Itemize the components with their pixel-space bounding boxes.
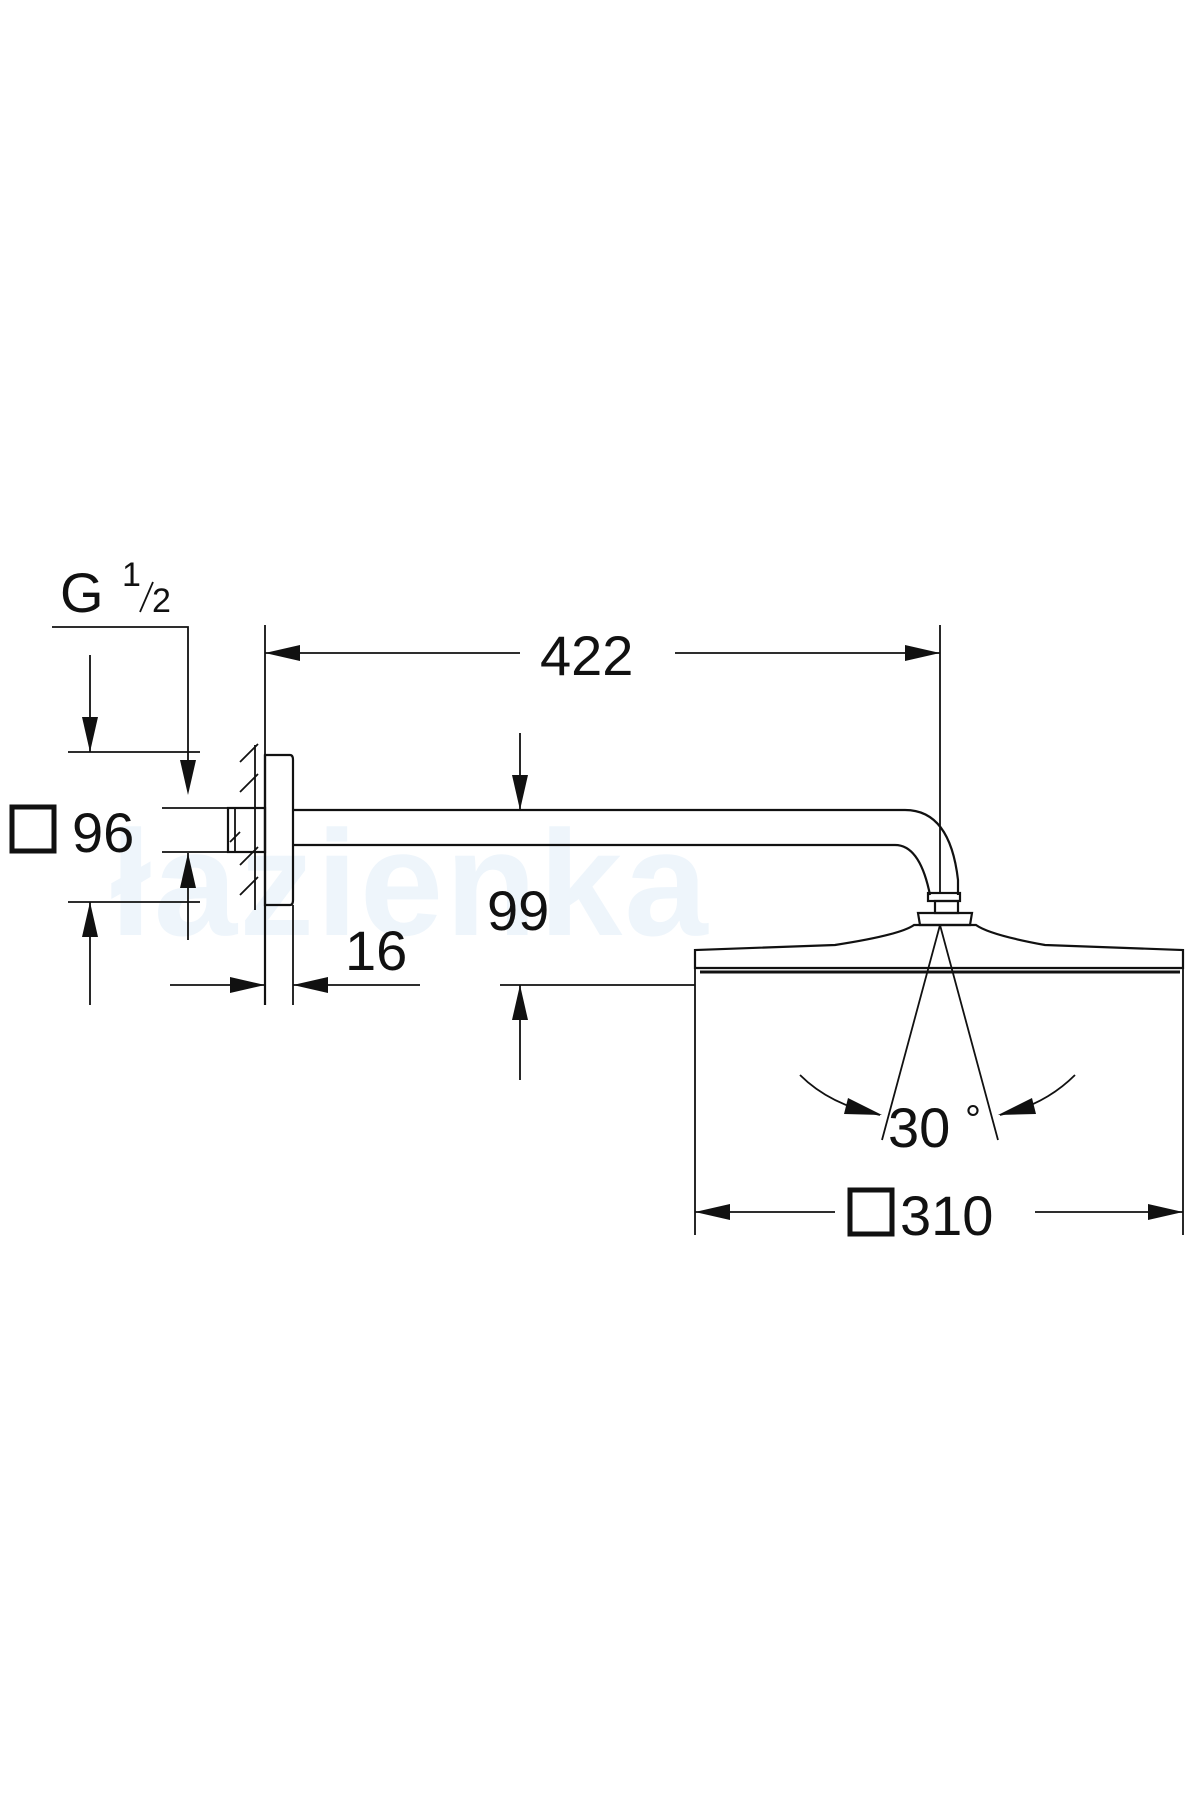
rosette-depth-value: 16 bbox=[345, 919, 407, 982]
wall-rosette bbox=[263, 753, 295, 1005]
wall-connector bbox=[226, 806, 267, 854]
thread-letter: G bbox=[60, 561, 104, 624]
square-symbol bbox=[847, 1187, 895, 1237]
shower-head bbox=[693, 899, 1185, 974]
arm-length-dimension: 422 bbox=[264, 624, 941, 893]
tilt-angle-dimension: 30 ° bbox=[799, 924, 1076, 1159]
tilt-angle-value: 30 bbox=[888, 1096, 950, 1159]
rosette-size-dimension: 96 bbox=[9, 655, 228, 1005]
watermark: łazienka bbox=[110, 799, 710, 967]
head-size-value: 310 bbox=[900, 1184, 993, 1247]
rosette-depth-dimension: 16 bbox=[170, 905, 420, 1005]
arm-length-value: 422 bbox=[540, 624, 633, 687]
square-symbol bbox=[9, 804, 57, 854]
tilt-angle-unit: ° bbox=[965, 1098, 981, 1142]
thread-dimension: G 1 2 bbox=[52, 556, 196, 940]
rosette-size-value: 96 bbox=[72, 801, 134, 864]
thread-denominator: 2 bbox=[152, 582, 171, 620]
head-size-dimension: 310 bbox=[694, 968, 1184, 1247]
thread-numerator: 1 bbox=[122, 556, 141, 594]
head-drop-dimension: 99 bbox=[487, 733, 695, 1080]
head-drop-value: 99 bbox=[487, 879, 549, 942]
